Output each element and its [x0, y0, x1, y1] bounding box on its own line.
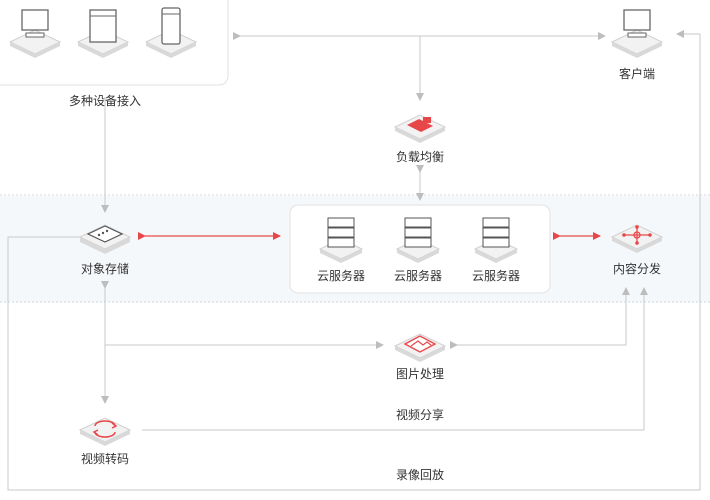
- load-balancer-label: 负载均衡: [395, 150, 445, 164]
- connectors: [7, 30, 701, 491]
- phone-icon: [144, 7, 198, 58]
- object-storage-label: 对象存储: [80, 262, 130, 276]
- devices-label: 多种设备接入: [68, 94, 142, 108]
- tablet-icon: [76, 9, 130, 58]
- video-share-label: 视频分享: [395, 408, 445, 422]
- client-desktop-icon: [610, 9, 664, 58]
- cloud-server-label: 云服务器: [471, 269, 521, 283]
- video-transcode-label: 视频转码: [80, 452, 130, 466]
- transcode-icon: [78, 417, 132, 446]
- image-icon: [393, 333, 447, 362]
- storage-disk-icon: [78, 224, 132, 254]
- server-stack-icon: [318, 217, 364, 263]
- video-playback-label: 录像回放: [395, 468, 445, 482]
- load-balancer-icon: [393, 114, 447, 143]
- desktop-icon: [8, 9, 62, 58]
- content-delivery-label: 内容分发: [612, 262, 662, 276]
- image-processing-label: 图片处理: [395, 367, 445, 381]
- connector-playback-loop: [7, 30, 701, 491]
- connector-transcode-cdn: [142, 287, 648, 431]
- cloud-server-label: 云服务器: [393, 269, 443, 283]
- cloud-server-label: 云服务器: [316, 269, 366, 283]
- server-stack-icon: [473, 217, 519, 263]
- client-label: 客户端: [618, 67, 656, 81]
- network-hub-icon: [610, 224, 664, 253]
- connector-image-cdn: [450, 287, 630, 349]
- server-stack-icon: [395, 217, 441, 263]
